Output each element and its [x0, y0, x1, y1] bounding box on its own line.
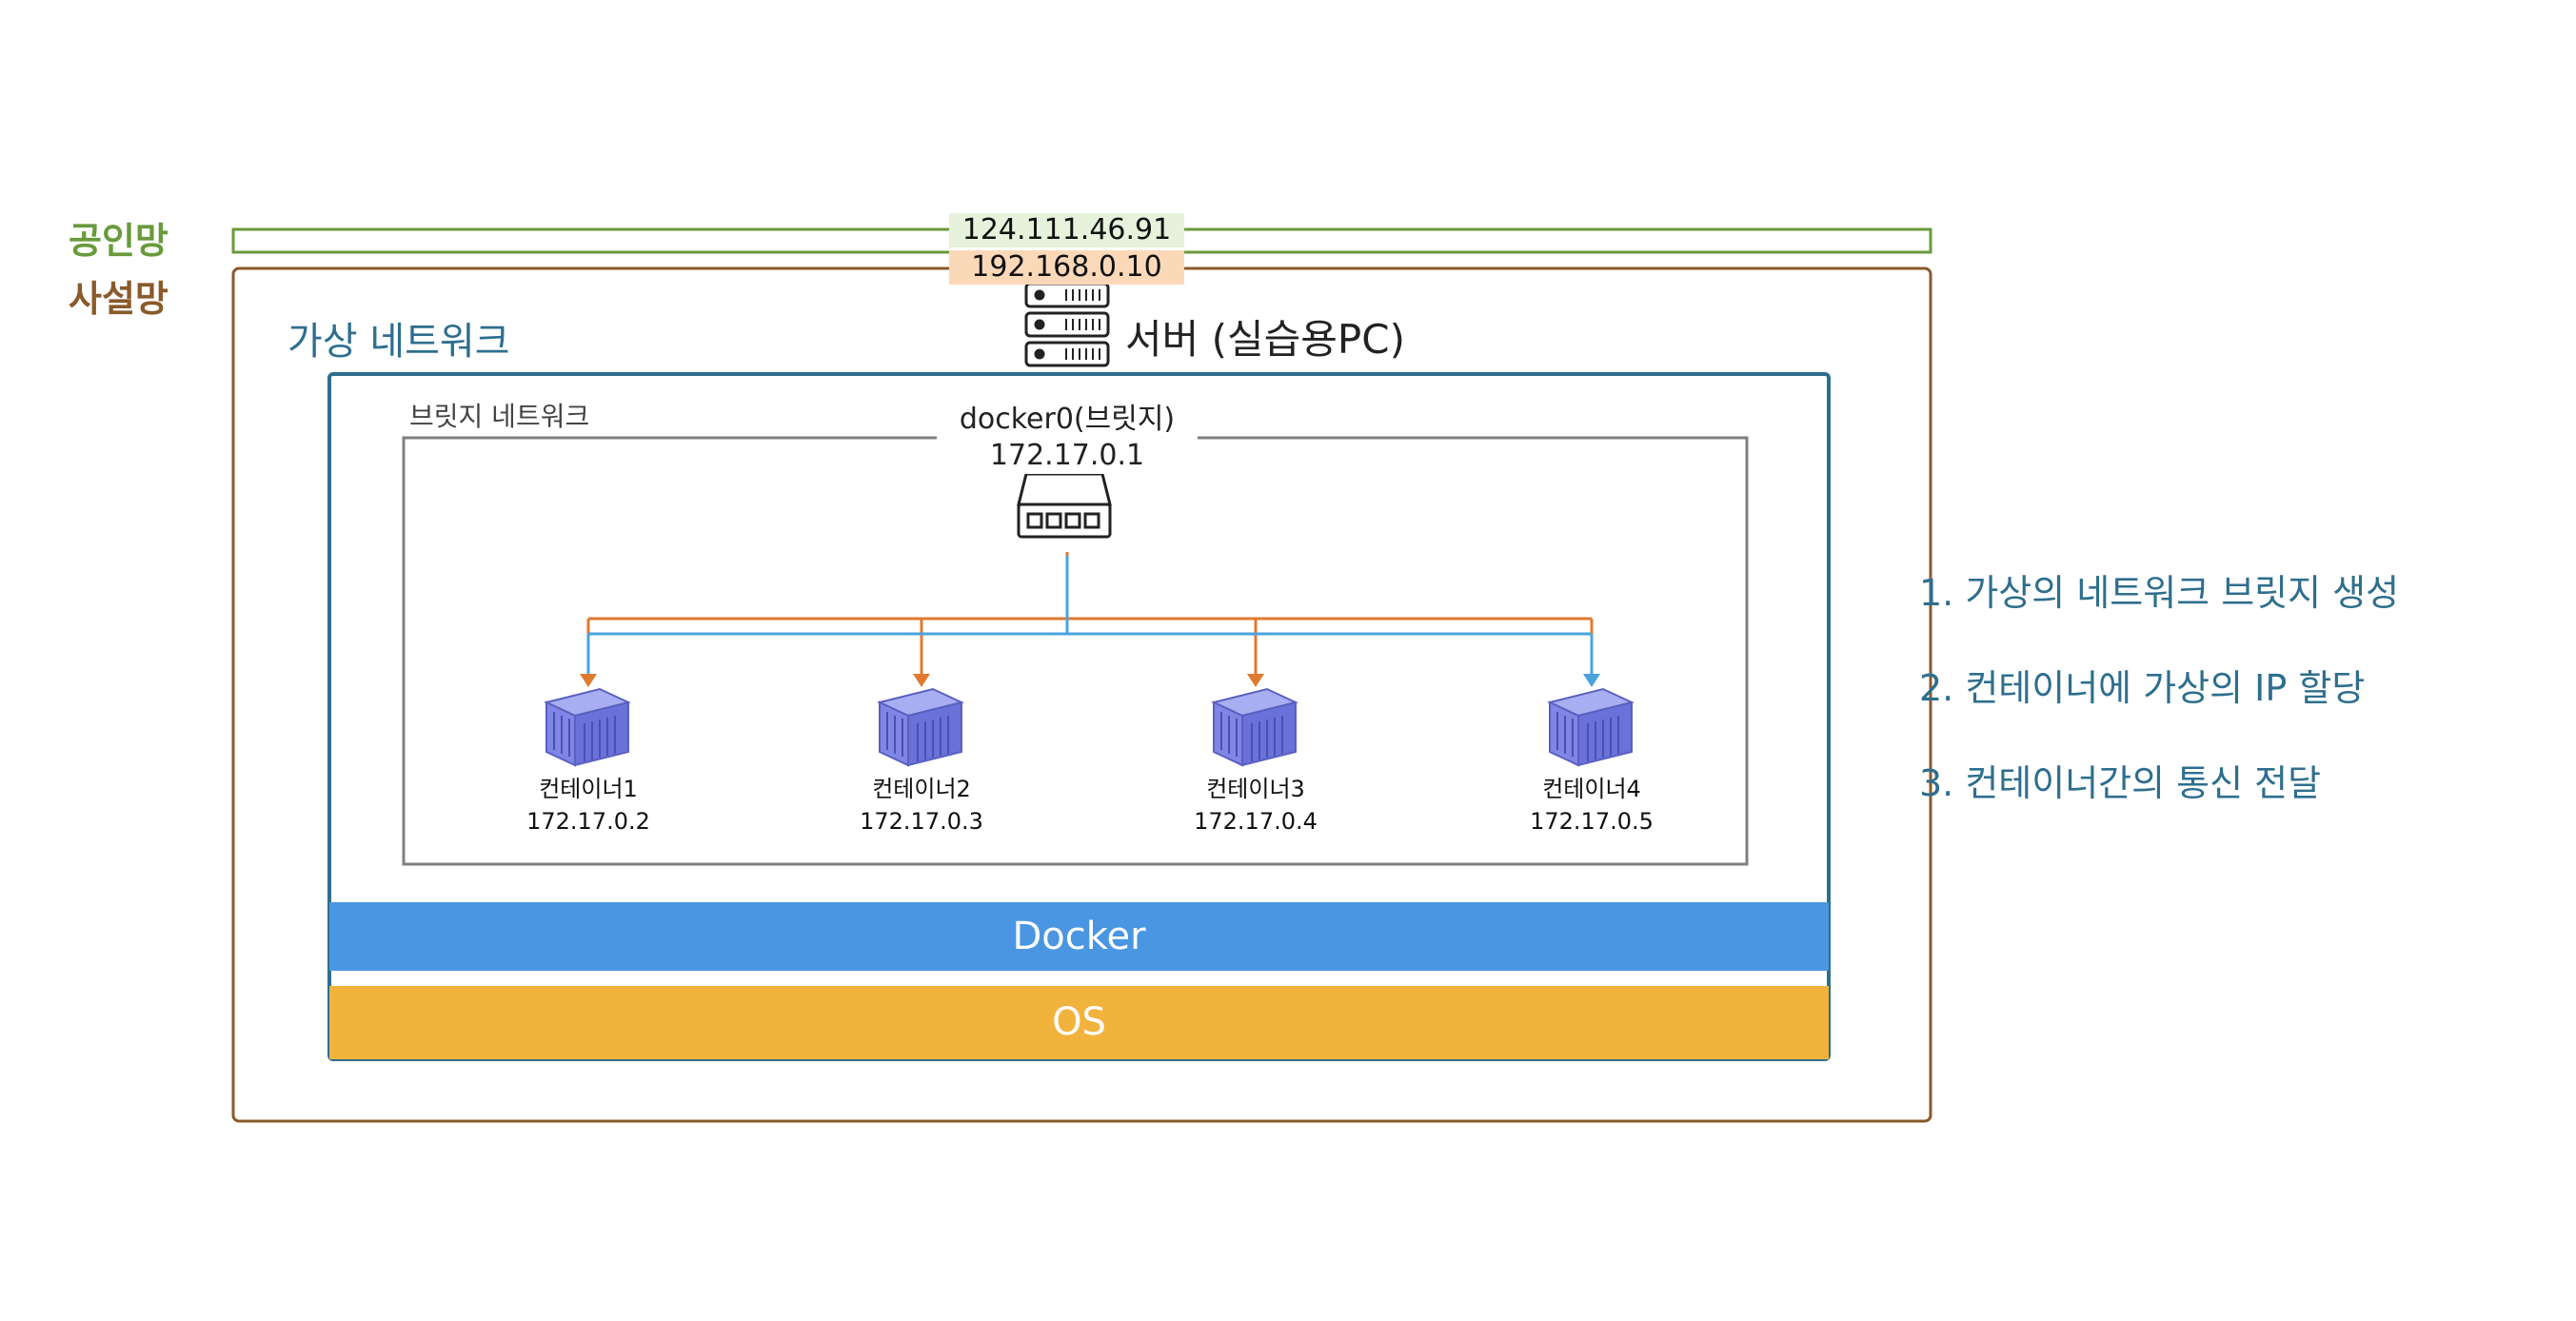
container-node-1: 컨테이너1 172.17.0.2 — [493, 773, 684, 838]
private-net-label: 사설망 — [69, 278, 168, 320]
container-icon — [1211, 687, 1298, 767]
container-name: 컨테이너1 — [539, 776, 638, 802]
virtual-network-label: 가상 네트워크 — [287, 320, 510, 364]
container-name: 컨테이너3 — [1206, 776, 1305, 802]
step-1: 1. 가상의 네트워크 브릿지 생성 — [1919, 572, 2400, 614]
container-ip: 172.17.0.4 — [1194, 808, 1318, 835]
bridge-network-label: 브릿지 네트워크 — [404, 396, 596, 434]
private-ip-label: 192.168.0.10 — [949, 250, 1184, 285]
docker-bar — [329, 902, 1829, 971]
container-icon — [544, 687, 631, 767]
container-ip: 172.17.0.2 — [526, 808, 650, 835]
os-layer-label: OS — [1052, 1000, 1106, 1044]
container-ip: 172.17.0.5 — [1530, 808, 1654, 835]
bridge-ip: 172.17.0.1 — [989, 439, 1145, 472]
container-node-3: 컨테이너3 172.17.0.4 — [1160, 773, 1351, 838]
public-net-label: 공인망 — [69, 220, 168, 262]
switch-icon — [1017, 472, 1112, 539]
container-name: 컨테이너2 — [872, 776, 971, 802]
bridge-name: docker0(브릿지) — [959, 403, 1176, 436]
step-3: 3. 컨테이너간의 통신 전달 — [1919, 762, 2322, 804]
docker-layer-label: Docker — [1012, 915, 1146, 958]
bridge-links — [580, 552, 1600, 687]
container-icon — [877, 687, 964, 767]
container-node-2: 컨테이너2 172.17.0.3 — [826, 773, 1017, 838]
step-2: 2. 컨테이너에 가상의 IP 할당 — [1919, 667, 2366, 709]
blue-link — [586, 556, 1594, 678]
container-name: 컨테이너4 — [1542, 776, 1641, 802]
container-node-4: 컨테이너4 172.17.0.5 — [1496, 773, 1687, 838]
bridge-node: docker0(브릿지) 172.17.0.1 — [937, 402, 1198, 474]
container-icon — [1547, 687, 1635, 767]
orange-link — [586, 552, 1594, 678]
os-bar — [329, 986, 1829, 1059]
server-icon — [1024, 282, 1110, 367]
server-label: 서버 (실습용PC) — [1125, 316, 1405, 363]
public-ip-label: 124.111.46.91 — [949, 213, 1184, 247]
container-ip: 172.17.0.3 — [860, 808, 983, 835]
